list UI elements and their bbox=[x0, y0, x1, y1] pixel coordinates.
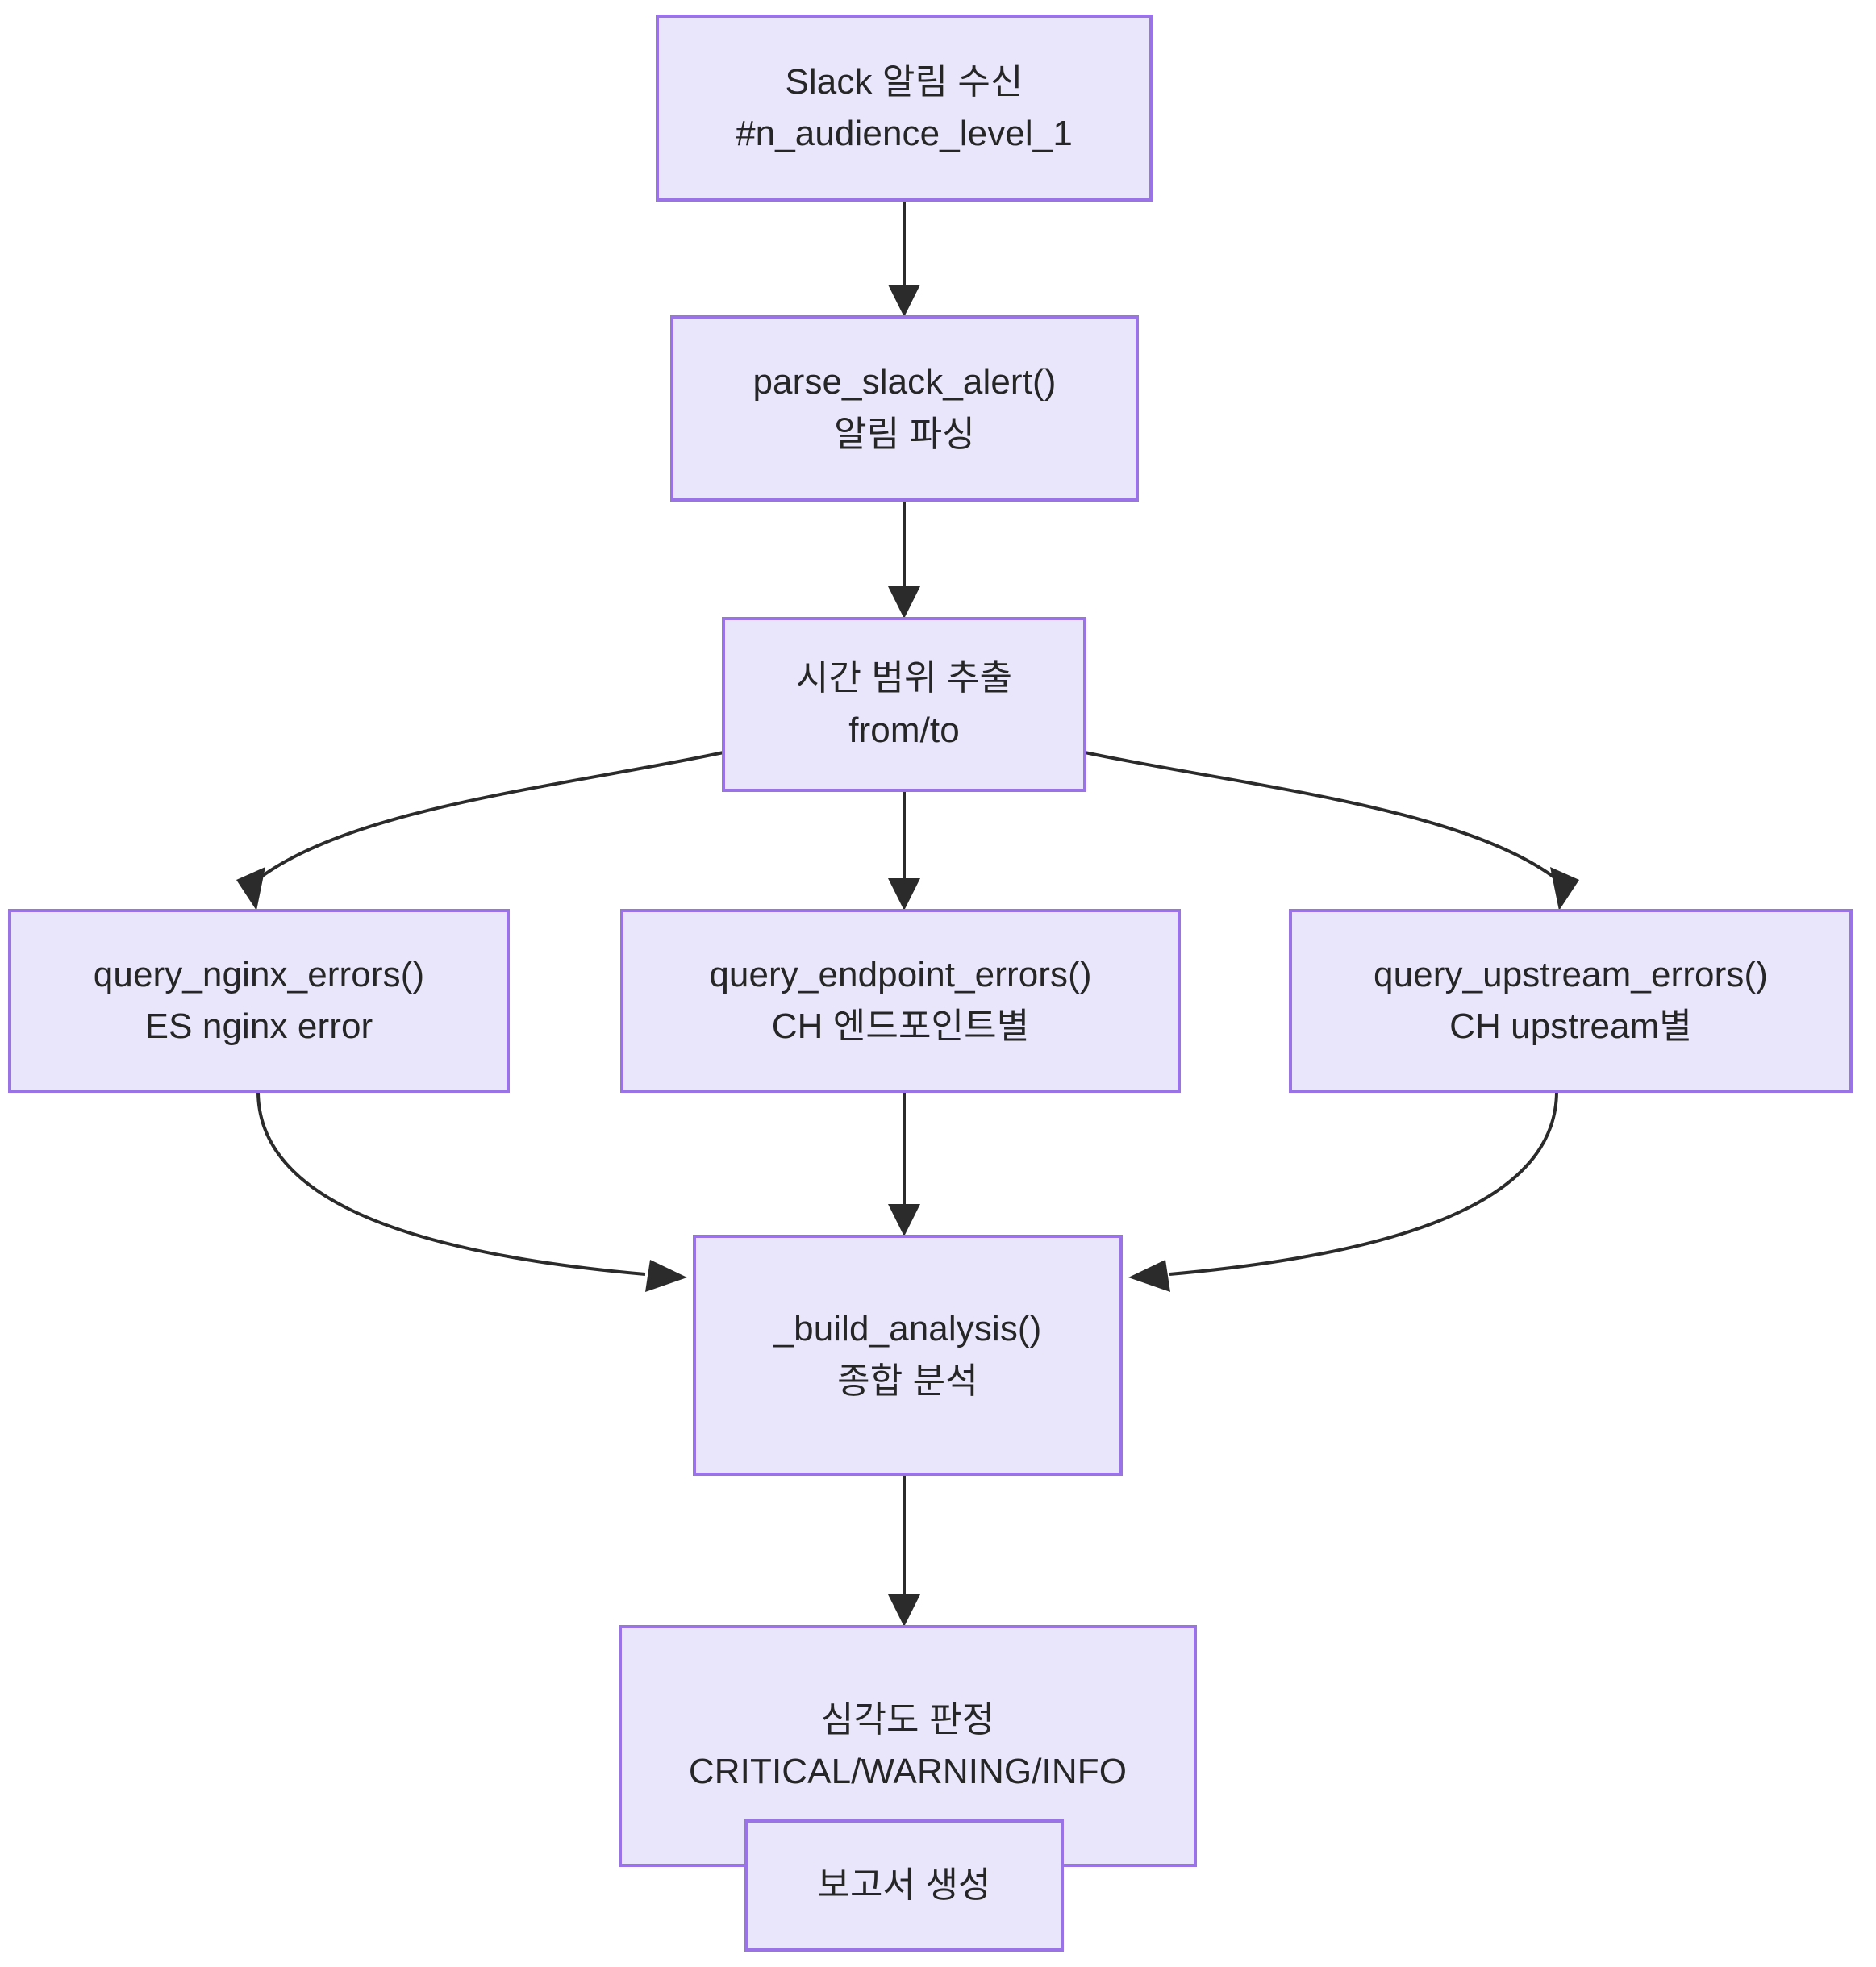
edge-slack-to-parse-arrowhead bbox=[888, 285, 920, 317]
edge-extract-to-nginx-arrowhead bbox=[236, 867, 265, 911]
edge-upstream-to-build bbox=[1169, 1090, 1558, 1276]
node-box-parse-slack-alert[interactable] bbox=[670, 315, 1139, 502]
node-layer bbox=[8, 15, 1853, 1952]
edge-extract-to-upstream bbox=[1084, 751, 1558, 881]
edge-endpoint-to-build-arrowhead bbox=[888, 1204, 920, 1236]
node-box-extract-time-range[interactable] bbox=[722, 617, 1086, 792]
edge-extract-to-endpoint-arrowhead bbox=[888, 878, 920, 911]
node-box-slack-alert-received[interactable] bbox=[656, 15, 1153, 202]
edge-extract-to-nginx bbox=[256, 751, 724, 881]
node-box-query-nginx-errors[interactable] bbox=[8, 909, 510, 1093]
edge-build-to-severity-arrowhead bbox=[888, 1594, 920, 1627]
edge-parse-to-extract-arrowhead bbox=[888, 586, 920, 619]
node-box-generate-report[interactable] bbox=[744, 1819, 1064, 1952]
node-box-query-upstream-errors[interactable] bbox=[1289, 909, 1853, 1093]
node-box-query-endpoint-errors[interactable] bbox=[620, 909, 1181, 1093]
edge-extract-to-upstream-arrowhead bbox=[1550, 867, 1579, 911]
edge-upstream-to-build-arrowhead bbox=[1128, 1260, 1170, 1292]
edge-layer bbox=[236, 200, 1579, 1865]
edge-nginx-to-build bbox=[256, 1090, 646, 1276]
node-box-build-analysis[interactable] bbox=[693, 1235, 1123, 1476]
edge-nginx-to-build-arrowhead bbox=[645, 1260, 687, 1292]
